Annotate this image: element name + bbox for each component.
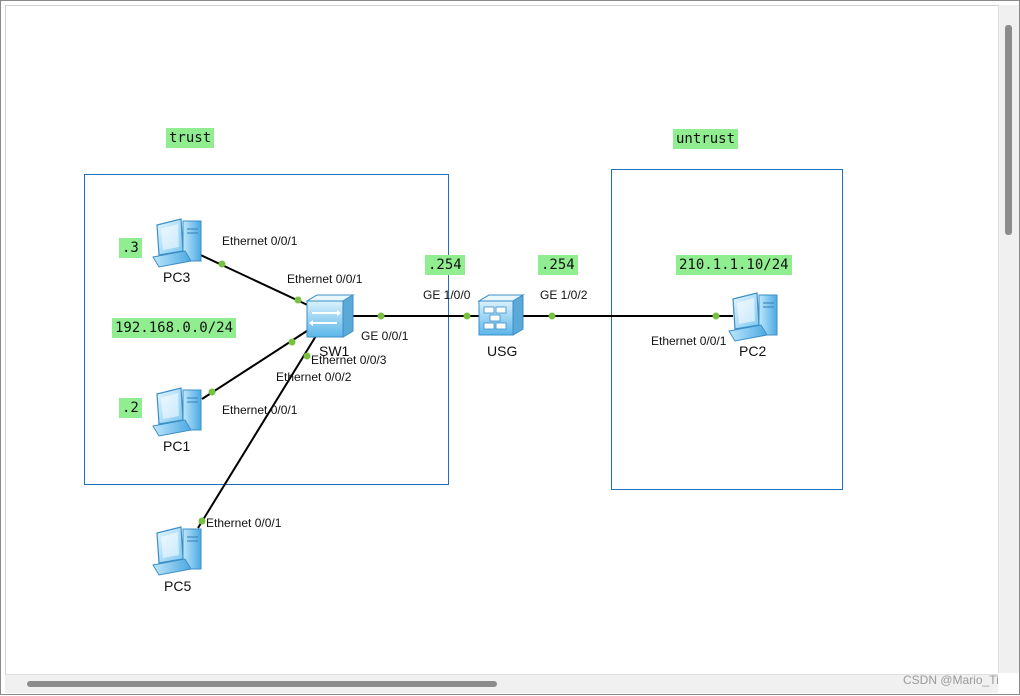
pc5-label: PC5	[164, 578, 192, 594]
horizontal-scroll-thumb[interactable]	[27, 681, 497, 687]
port-dot	[218, 260, 226, 268]
port-dot	[198, 517, 206, 525]
link-pc3-sw1	[191, 250, 315, 309]
pc5-icon	[152, 526, 202, 576]
usg-label: USG	[487, 343, 518, 359]
pc1-label: PC1	[163, 438, 191, 454]
trust-subnet-tag: 192.168.0.0/24	[112, 318, 237, 338]
sw1-pc1-port-label: Ethernet 0/0/2	[276, 370, 352, 384]
pc1-port-label: Ethernet 0/0/1	[222, 403, 298, 417]
usg-ge100-label: GE 1/0/0	[423, 288, 471, 302]
vertical-scroll-thumb[interactable]	[1005, 25, 1012, 235]
port-dot	[294, 296, 302, 304]
pc3-ip-tag: .3	[119, 238, 142, 258]
port-dot	[712, 312, 720, 320]
sw1-pc3-port-label: Ethernet 0/0/1	[287, 272, 363, 286]
switch-icon	[305, 294, 355, 338]
pc3-port-label: Ethernet 0/0/1	[222, 234, 298, 248]
usg-ge102-label: GE 1/0/2	[540, 288, 588, 302]
port-dot	[303, 352, 311, 360]
pc3-label: PC3	[163, 269, 191, 285]
pc2-port-label: Ethernet 0/0/1	[651, 334, 727, 348]
untrust-zone-label: untrust	[673, 129, 739, 149]
firewall-icon	[477, 294, 525, 336]
watermark: CSDN @Mario_Ti	[903, 673, 999, 687]
port-dot	[208, 388, 216, 396]
port-dot	[377, 312, 385, 320]
port-dot	[548, 312, 556, 320]
pc1-ip-tag: .2	[119, 398, 142, 418]
port-dot	[463, 312, 471, 320]
usg-trust-ip-tag: .254	[425, 255, 465, 275]
sw1-label: SW1	[319, 343, 350, 359]
trust-zone-box[interactable]	[84, 174, 449, 485]
vertical-scrollbar[interactable]	[998, 5, 1019, 673]
sw1-pc5-port-label: Ethernet 0/0/3	[311, 353, 387, 367]
untrust-zone-box[interactable]	[611, 169, 843, 490]
trust-zone-label: trust	[166, 128, 215, 148]
pc2-label: PC2	[739, 343, 767, 359]
pc5-port-label: Ethernet 0/0/1	[206, 516, 282, 530]
pc3-icon	[152, 218, 202, 268]
pc1-icon	[152, 387, 202, 437]
pc2-icon	[728, 292, 778, 342]
usg-untrust-ip-tag: .254	[538, 255, 578, 275]
link-pc1-sw1	[201, 326, 314, 400]
link-pc5-sw1	[197, 330, 320, 529]
pc2-ip-tag: 210.1.1.10/24	[676, 255, 792, 275]
sw1-uplink-port-label: GE 0/0/1	[361, 329, 409, 343]
horizontal-scrollbar[interactable]	[5, 674, 998, 693]
port-dot	[288, 338, 296, 346]
